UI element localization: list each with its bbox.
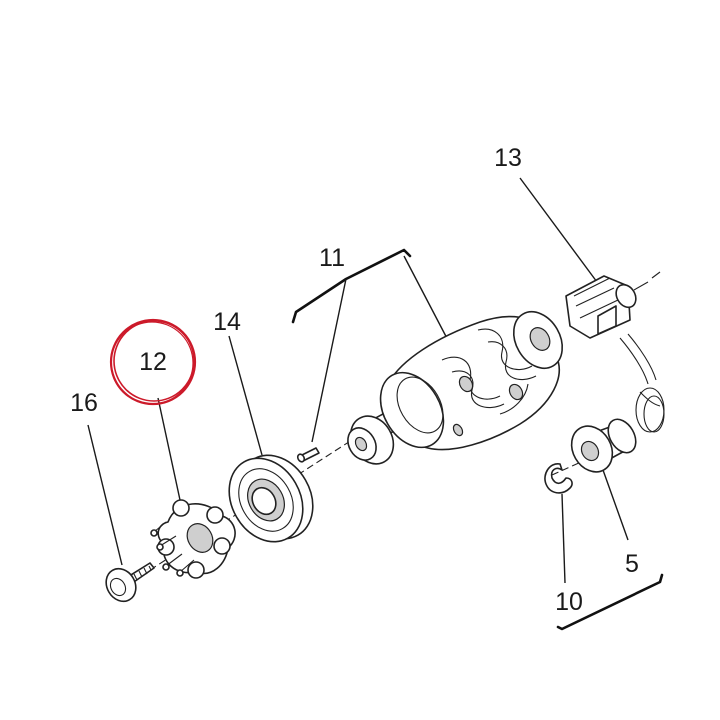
- leader-line-16: [87, 424, 123, 566]
- callout-11: 11: [319, 244, 345, 272]
- callout-16: 16: [70, 389, 98, 417]
- group-bracket-11: [291, 248, 412, 324]
- callout-12: 12: [139, 348, 167, 376]
- star-hub-part-12: [150, 499, 236, 579]
- spring-part: [619, 333, 665, 433]
- screw-part-16: [105, 562, 155, 603]
- bearing-part-14: [228, 454, 314, 543]
- leader-line-5: [602, 469, 629, 541]
- leader-line-10: [561, 493, 566, 584]
- callout-14: 14: [213, 308, 241, 336]
- group-bracket-bottom: [556, 573, 664, 631]
- leader-line-12: [157, 397, 181, 501]
- circlip-part-10: [544, 463, 573, 494]
- callout-10: 10: [555, 588, 583, 616]
- leader-line-14: [228, 335, 263, 456]
- callout-5: 5: [625, 550, 639, 578]
- leader-line-11b: [403, 255, 452, 347]
- leader-line-13: [519, 177, 598, 283]
- bushing-part-5: [570, 418, 637, 473]
- pin-clip-part-13: [565, 271, 661, 339]
- shift-drum-part-11: [347, 310, 564, 465]
- leader-line-11a: [311, 278, 347, 443]
- callout-13: 13: [494, 144, 522, 172]
- highlight-circle: [109, 318, 197, 406]
- dowel-pin: [296, 447, 320, 463]
